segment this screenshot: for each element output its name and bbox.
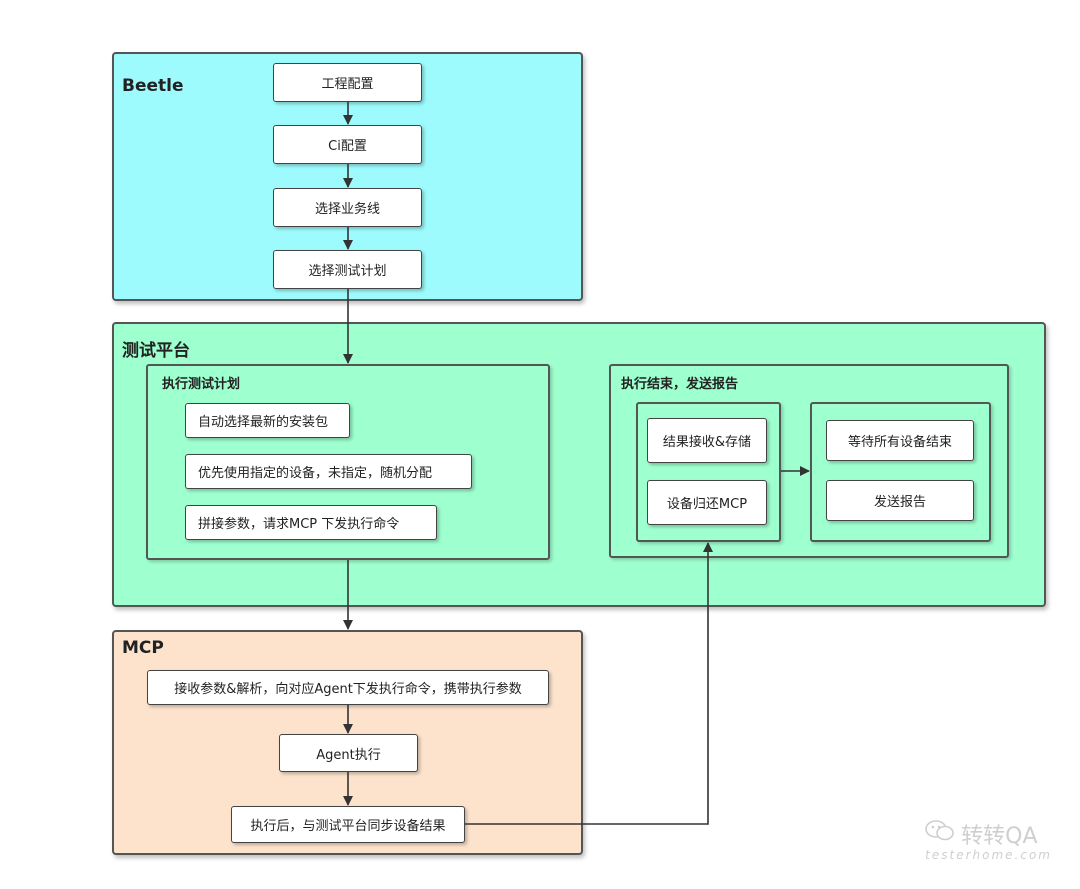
execute-step-request-mcp: 拼接参数，请求MCP 下发执行命令 — [185, 505, 437, 540]
finish-report-title: 执行结束，发送报告 — [621, 377, 739, 392]
beetle-title: Beetle — [122, 76, 184, 96]
execute-plan-title: 执行测试计划 — [162, 377, 241, 392]
finish-step-wait-devices: 等待所有设备结束 — [826, 420, 974, 461]
finish-right-group — [810, 402, 991, 542]
finish-step-receive-store: 结果接收&存储 — [647, 418, 767, 463]
finish-step-return-device: 设备归还MCP — [647, 480, 767, 525]
finish-step-send-report: 发送报告 — [826, 480, 974, 521]
beetle-step-ci-config: Ci配置 — [273, 125, 422, 164]
beetle-step-select-test-plan: 选择测试计划 — [273, 250, 422, 289]
mcp-step-sync-results: 执行后，与测试平台同步设备结果 — [231, 806, 465, 843]
execute-plan-group: 执行测试计划 — [146, 364, 550, 560]
watermark-brand: 转转QA — [961, 824, 1038, 849]
execute-step-device-allocation: 优先使用指定的设备，未指定，随机分配 — [185, 454, 472, 489]
beetle-step-project-config: 工程配置 — [273, 63, 422, 102]
beetle-step-select-business-line: 选择业务线 — [273, 188, 422, 227]
watermark: 转转QA testerhome.com — [925, 818, 1052, 862]
mcp-step-parse-and-dispatch: 接收参数&解析，向对应Agent下发执行命令，携带执行参数 — [147, 670, 549, 705]
platform-title: 测试平台 — [122, 341, 190, 361]
mcp-step-agent-execute: Agent执行 — [279, 734, 418, 772]
finish-left-group — [636, 402, 781, 542]
execute-step-auto-select-package: 自动选择最新的安装包 — [185, 403, 350, 438]
watermark-site: testerhome.com — [925, 848, 1052, 862]
mcp-title: MCP — [122, 638, 164, 658]
finish-report-group: 执行结束，发送报告 — [609, 364, 1009, 558]
wechat-icon — [925, 820, 955, 848]
